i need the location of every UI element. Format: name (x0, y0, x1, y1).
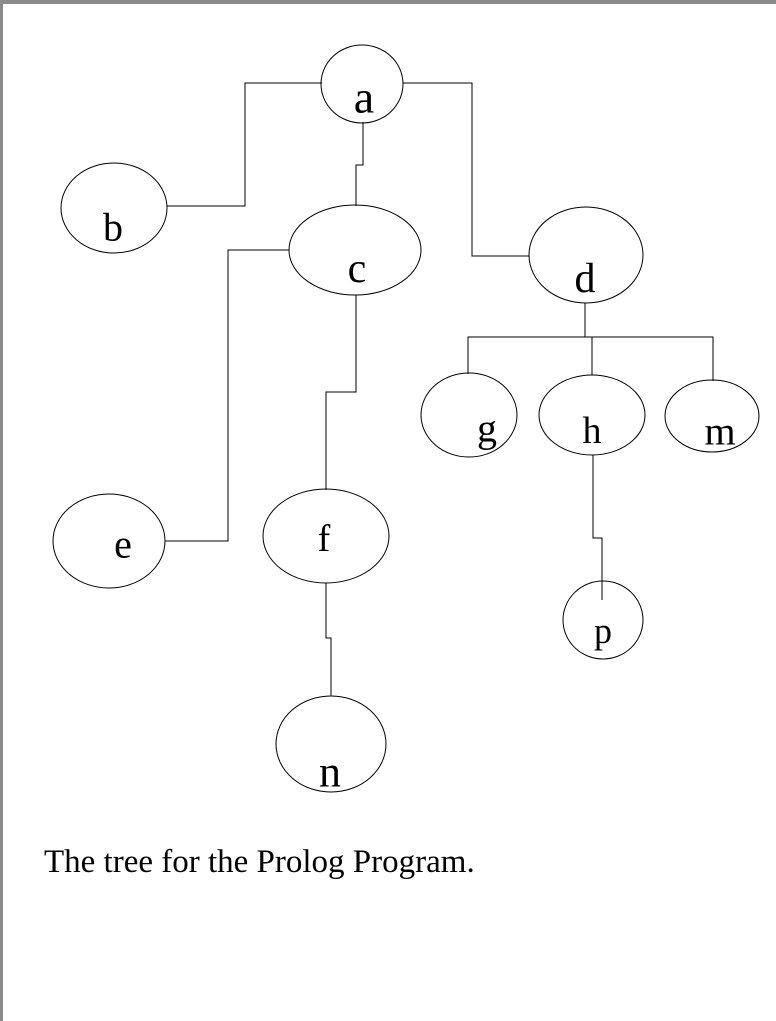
caption: The tree for the Prolog Program. (44, 844, 475, 880)
node-a-circle (320, 44, 404, 124)
edge-a-d (403, 82, 529, 257)
edges-layer (165, 82, 714, 696)
node-b-circle (60, 162, 168, 254)
node-g-circle (420, 372, 518, 458)
node-f-circle (262, 488, 390, 584)
node-e: e (52, 493, 166, 589)
node-e-label: e (114, 522, 132, 567)
edge-d-g (467, 303, 586, 374)
node-p-label: p (594, 611, 612, 651)
node-d-label: d (575, 256, 596, 302)
node-m: m (664, 379, 760, 454)
node-g-label: g (477, 406, 497, 451)
node-f-label: f (318, 518, 331, 560)
top-edge (0, 0, 776, 4)
node-p: p (562, 580, 644, 660)
edge-c-f (325, 295, 357, 490)
node-c-circle (288, 204, 422, 296)
node-b: b (60, 162, 168, 254)
node-m-label: m (704, 409, 735, 454)
node-m-circle (664, 379, 760, 453)
node-g: g (420, 372, 518, 458)
node-n: n (275, 695, 387, 797)
edge-a-c (355, 122, 364, 206)
node-d-circle (528, 206, 644, 304)
nodes-layer: a b c d e f g h m n p (52, 44, 760, 797)
node-h: h (538, 374, 646, 456)
edge-h-p (592, 455, 603, 600)
node-a-label: a (354, 72, 374, 123)
node-c-label: c (348, 246, 367, 292)
node-e-circle (52, 493, 166, 589)
node-d: d (528, 206, 644, 304)
node-c: c (288, 204, 422, 296)
edge-d-h (584, 303, 593, 375)
edge-a-b (167, 82, 322, 207)
node-a: a (320, 44, 404, 124)
node-f: f (262, 488, 390, 584)
node-n-label: n (319, 748, 341, 797)
node-p-circle (562, 580, 644, 660)
edge-d-m (584, 303, 714, 381)
node-b-label: b (103, 205, 123, 250)
node-h-label: h (583, 410, 602, 452)
edge-c-e (165, 249, 289, 542)
node-n-circle (275, 695, 387, 793)
node-h-circle (538, 374, 646, 456)
edge-f-n (325, 583, 332, 696)
left-edge (0, 0, 3, 1021)
